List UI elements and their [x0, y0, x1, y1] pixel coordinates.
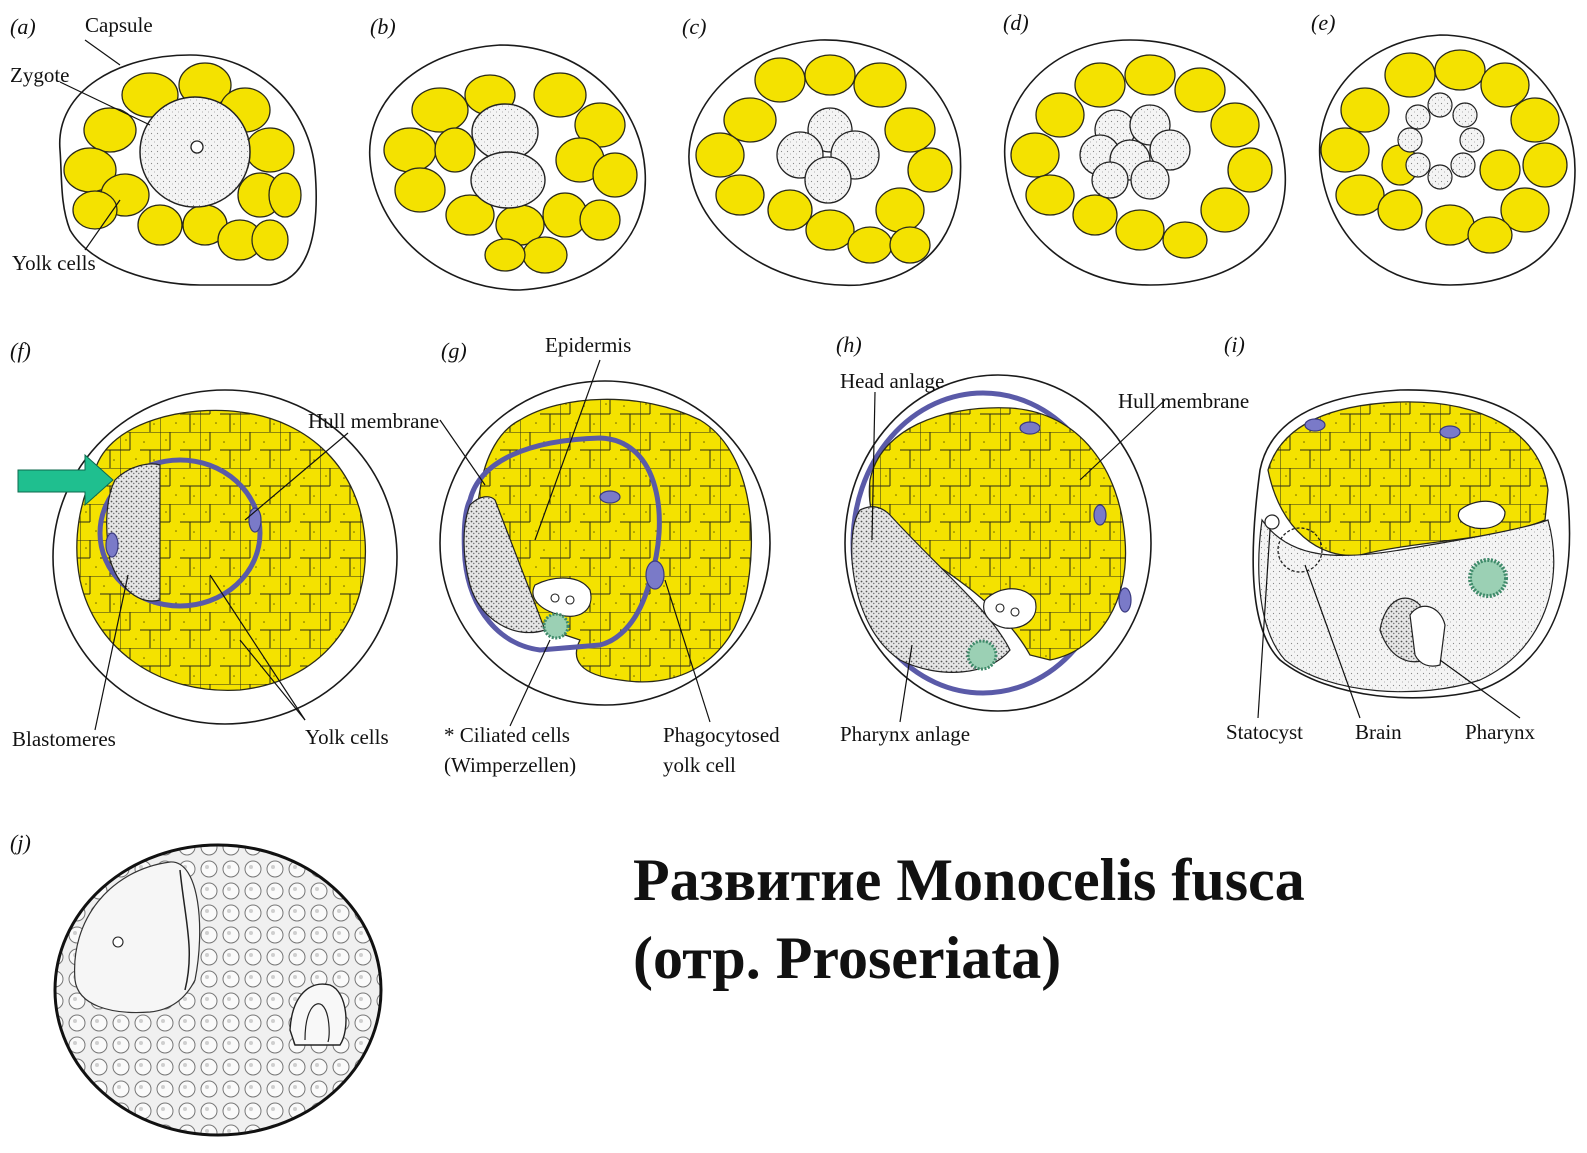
panel-label-g: (g) — [441, 338, 467, 363]
label-ciliated-cells-line2: (Wimperzellen) — [444, 753, 576, 777]
ciliated-ring-i — [1470, 560, 1506, 596]
title-block: Развитие Monocelis fusca (отр. Proseriat… — [633, 847, 1305, 991]
label-capsule: Capsule — [85, 13, 153, 37]
panel-label-c: (c) — [682, 14, 706, 39]
label-pharynx: Pharynx — [1465, 720, 1535, 744]
panel-j-juvenile — [55, 845, 381, 1135]
panel-b-two-cell-stage — [370, 45, 646, 290]
panel-e-ring-stage — [1320, 35, 1575, 285]
label-brain: Brain — [1355, 720, 1402, 744]
eye-spot-j — [113, 937, 123, 947]
panel-h-anlage-stage: Head anlage Pharynx anlage Hull membrane — [840, 369, 1249, 746]
label-hull-membrane-i: Hull membrane — [1118, 389, 1249, 413]
pharynx-anlage-h — [968, 641, 996, 669]
statocyst-i — [1265, 515, 1279, 529]
label-yolk-cells-f: Yolk cells — [305, 725, 389, 749]
panel-d-eight-cell-stage — [1005, 40, 1286, 285]
panel-label-a: (a) — [10, 14, 36, 39]
label-zygote: Zygote — [10, 63, 69, 87]
panel-c-four-cell-stage — [689, 40, 961, 285]
blastomere-b-lower — [471, 152, 545, 208]
label-head-anlage: Head anlage — [840, 369, 944, 393]
panel-i-organ-stage: Statocyst Brain Pharynx — [1226, 390, 1570, 744]
label-pharynx-anlage: Pharynx anlage — [840, 722, 970, 746]
panel-label-b: (b) — [370, 14, 396, 39]
label-yolk-cells-a: Yolk cells — [12, 251, 96, 275]
title-line1: Развитие Monocelis fusca — [633, 847, 1305, 913]
label-phagocytosed-line1: Phagocytosed — [663, 723, 780, 747]
zygote-nucleus — [191, 141, 203, 153]
label-hull-membrane-f: Hull membrane — [308, 409, 439, 433]
label-phagocytosed-line2: yolk cell — [663, 753, 736, 777]
label-statocyst: Statocyst — [1226, 720, 1303, 744]
panel-label-f: (f) — [10, 338, 31, 363]
label-epidermis: Epidermis — [545, 333, 631, 357]
panel-label-j: (j) — [10, 830, 31, 855]
panel-label-i: (i) — [1224, 332, 1245, 357]
panel-g-epidermis-stage: Epidermis * Ciliated cells (Wimperzellen… — [440, 333, 780, 777]
panel-label-h: (h) — [836, 332, 862, 357]
panel-label-d: (d) — [1003, 10, 1029, 35]
panel-label-e: (e) — [1311, 10, 1335, 35]
title-line2: (отр. Proseriata) — [633, 925, 1061, 991]
panel-a-zygote-stage: Capsule Zygote Yolk cells — [10, 13, 316, 285]
label-ciliated-cells-line1: * Ciliated cells — [444, 723, 570, 747]
label-blastomeres: Blastomeres — [12, 727, 116, 751]
panel-f-blastomere-stage: Hull membrane Blastomeres Yolk cells — [12, 390, 439, 751]
ciliated-cell-g — [544, 614, 568, 638]
phagocytosed-cell-h — [984, 589, 1036, 628]
